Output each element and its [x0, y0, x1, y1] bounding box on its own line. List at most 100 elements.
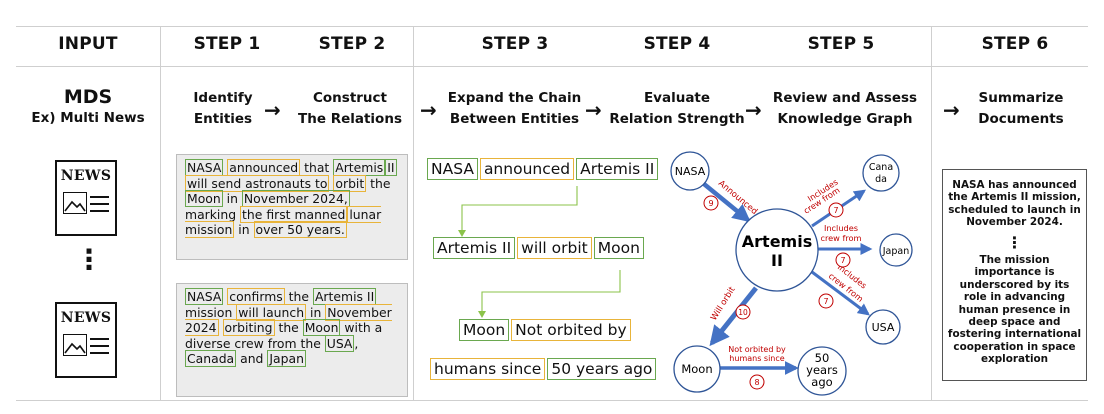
svg-text:7: 7 [823, 297, 828, 306]
node-moon [673, 345, 721, 393]
entity-highlight: confirms [227, 288, 285, 305]
entity-highlight: orbiting [222, 319, 275, 337]
arrow-right-icon: → [264, 98, 281, 122]
svg-text:7: 7 [833, 206, 838, 215]
news-label: NEWS [60, 310, 112, 326]
header-step6: STEP 6 [981, 34, 1049, 54]
text-run: and [236, 351, 268, 367]
text-run: the [284, 289, 313, 304]
arrow-right-icon: → [745, 98, 762, 122]
chain-token: will orbit [517, 237, 592, 259]
text-run: in [306, 304, 326, 320]
entity-highlight: lunar mission [185, 205, 382, 239]
bottom-rule [16, 400, 1088, 401]
summary-paragraph-1: NASA has announced the Artemis II missio… [948, 179, 1081, 229]
text-run: with a diverse crew from the [185, 320, 383, 351]
image-icon [63, 192, 87, 214]
chain-token: NASA [427, 158, 478, 180]
svg-text:Artemis: Artemis [742, 232, 812, 251]
chain-token: Moon [459, 319, 510, 341]
header-step1: STEP 1 [193, 34, 261, 54]
svg-text:9: 9 [708, 199, 713, 208]
svg-text:NASA: NASA [675, 165, 706, 178]
entity-highlight: November 2024, [241, 190, 350, 208]
top-rule [16, 26, 1088, 27]
chain-token: humans since [430, 358, 546, 380]
entity-highlight: will send astronauts to [185, 174, 330, 192]
summary-paragraph-2: The mission importance is underscored by… [947, 254, 1082, 366]
input-subtitle: Ex) Multi News [31, 110, 145, 126]
svg-text:II: II [771, 251, 783, 270]
node-50-years-ago [797, 346, 847, 396]
arrow-right-icon: → [420, 98, 437, 122]
chain-token: 50 years ago [547, 358, 657, 380]
column-divider [160, 26, 161, 400]
entity-highlight: Artemis II [312, 288, 377, 305]
entity-highlight: USA [324, 334, 355, 352]
arrow-right-icon: → [943, 98, 960, 122]
score-badge [828, 202, 844, 218]
entity-highlight: the first manned [240, 205, 348, 223]
text-run [219, 320, 223, 335]
edge-usa [811, 270, 870, 316]
chain-token: Moon [593, 237, 644, 259]
svg-text:10: 10 [738, 308, 748, 317]
score-badge [703, 195, 719, 211]
node-artemis-ii [735, 208, 819, 292]
score-badge [749, 374, 765, 390]
node-usa [865, 309, 901, 345]
svg-text:Japan: Japan [882, 246, 910, 257]
text-run: marking [185, 206, 241, 222]
entity-highlight: orbit [333, 174, 367, 192]
header-step2: STEP 2 [318, 34, 386, 54]
header-step4: STEP 4 [643, 34, 711, 54]
svg-text:humans since: humans since [729, 354, 784, 363]
svg-text:7: 7 [840, 256, 845, 265]
svg-text:Includes: Includes [824, 223, 858, 233]
edge-will-orbit [709, 286, 758, 347]
svg-text:Cana: Cana [869, 162, 893, 173]
entity-highlight: announced [227, 159, 301, 176]
text-run: in [222, 191, 242, 207]
ellipsis-vertical: ⋮ [1006, 232, 1023, 252]
column-divider [931, 26, 932, 400]
entity-highlight: Canada [185, 350, 237, 368]
text-run: that [300, 160, 334, 175]
svg-text:crew from: crew from [820, 233, 861, 243]
header-step3: STEP 3 [481, 34, 549, 54]
entity-highlight: Moon [302, 319, 341, 337]
entity-highlight: NASA [185, 288, 224, 305]
score-badge [835, 252, 851, 268]
entity-highlight: Moon [185, 190, 223, 208]
text-run: in [234, 222, 254, 238]
svg-text:USA: USA [872, 321, 895, 334]
knowledge-graph: NASA Artemis II Cana da Japan USA Moon 5… [670, 151, 913, 396]
svg-text:Not orbited by: Not orbited by [728, 345, 786, 354]
input-title: MDS [63, 86, 113, 108]
ellipsis-vertical: ⋮ [75, 243, 103, 276]
node-canada [862, 154, 900, 192]
entity-highlight: November 2024 [185, 303, 392, 337]
svg-text:8: 8 [754, 378, 759, 387]
text-run: , [354, 335, 359, 351]
arrow-right-icon: → [585, 98, 602, 122]
header-rule [16, 66, 1088, 67]
header-step5: STEP 5 [807, 34, 875, 54]
svg-text:Moon: Moon [681, 362, 712, 376]
news-document-icon: NEWS [55, 160, 117, 236]
svg-text:ago: ago [811, 375, 832, 389]
entity-highlight: Japan [267, 350, 306, 368]
image-icon [63, 334, 87, 356]
text-run: the [366, 175, 391, 191]
entity-highlight: NASA [185, 159, 224, 176]
text-run: mission [185, 304, 237, 320]
chain-token: Artemis II [576, 158, 659, 180]
